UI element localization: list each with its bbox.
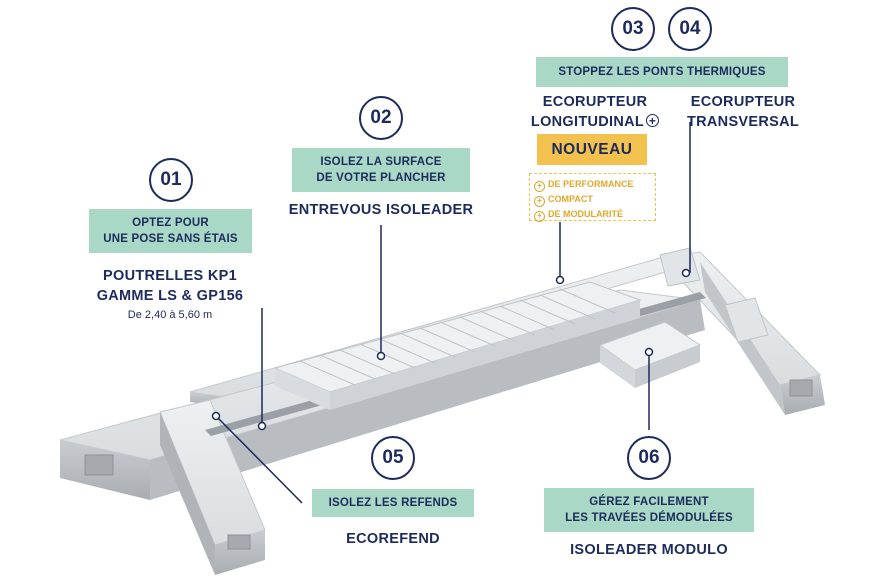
step-06-tag-line1: GÉREZ FACILEMENT bbox=[589, 496, 709, 508]
step-03-product: ECORUPTEUR LONGITUDINAL+ bbox=[520, 92, 670, 132]
step-02-product: ENTREVOUS ISOLEADER bbox=[288, 202, 474, 218]
step-01-range: De 2,40 à 5,60 m bbox=[127, 309, 213, 321]
step-02-tag-line1: ISOLEZ LA SURFACE bbox=[320, 156, 442, 168]
step-01-product: POUTRELLES KP1 GAMME LS & GP156 bbox=[80, 266, 260, 306]
thermal-bridge-tag-text: STOPPEZ LES PONTS THERMIQUES bbox=[558, 66, 766, 78]
step-02-badge: 02 bbox=[359, 96, 403, 140]
plus-circle-icon: + bbox=[534, 181, 545, 192]
plus-circle-icon: + bbox=[646, 114, 660, 127]
benefit-item: +COMPACT bbox=[534, 192, 651, 207]
new-badge: NOUVEAU bbox=[537, 134, 647, 165]
step-05-tag: ISOLEZ LES REFENDS bbox=[312, 489, 474, 517]
step-02-tag-line2: DE VOTRE PLANCHER bbox=[316, 172, 446, 184]
step-01-product-line1: POUTRELLES KP1 bbox=[103, 268, 237, 284]
step-06-product: ISOLEADER MODULO bbox=[570, 542, 728, 558]
step-05-product: ECOREFEND bbox=[346, 531, 440, 547]
thermal-bridge-tag: STOPPEZ LES PONTS THERMIQUES bbox=[536, 57, 788, 87]
plus-circle-icon: + bbox=[534, 211, 545, 222]
step-04-product-line1: ECORUPTEUR bbox=[690, 94, 796, 110]
step-05-badge: 05 bbox=[371, 436, 415, 480]
step-06-tag: GÉREZ FACILEMENT LES TRAVÉES DÉMODULÉES bbox=[544, 488, 754, 532]
step-01-tag-line1: OPTEZ POUR bbox=[132, 217, 209, 229]
step-01-tag: OPTEZ POUR UNE POSE SANS ÉTAIS bbox=[89, 209, 252, 253]
step-06-badge: 06 bbox=[627, 436, 671, 480]
step-05-tag-text: ISOLEZ LES REFENDS bbox=[328, 497, 458, 509]
benefits-list: +DE PERFORMANCE +COMPACT +DE MODULARITÉ bbox=[529, 173, 656, 222]
step-04-product: ECORUPTEUR TRANSVERSAL bbox=[675, 92, 811, 132]
step-06-tag-line2: LES TRAVÉES DÉMODULÉES bbox=[565, 512, 733, 524]
step-04-badge: 04 bbox=[668, 7, 712, 51]
step-04-product-line2: TRANSVERSAL bbox=[686, 114, 800, 130]
step-03-product-line1: ECORUPTEUR bbox=[542, 94, 648, 110]
benefit-item: +DE PERFORMANCE bbox=[534, 177, 651, 192]
step-01-badge: 01 bbox=[149, 158, 193, 202]
step-02-tag: ISOLEZ LA SURFACE DE VOTRE PLANCHER bbox=[292, 148, 470, 192]
step-03-badge: 03 bbox=[611, 7, 655, 51]
step-01-product-line2: GAMME LS & GP156 bbox=[96, 288, 244, 304]
plus-circle-icon: + bbox=[534, 196, 545, 207]
step-03-product-line2: LONGITUDINAL+ bbox=[520, 112, 670, 132]
benefit-item: +DE MODULARITÉ bbox=[534, 207, 651, 222]
step-01-tag-line2: UNE POSE SANS ÉTAIS bbox=[103, 233, 238, 245]
